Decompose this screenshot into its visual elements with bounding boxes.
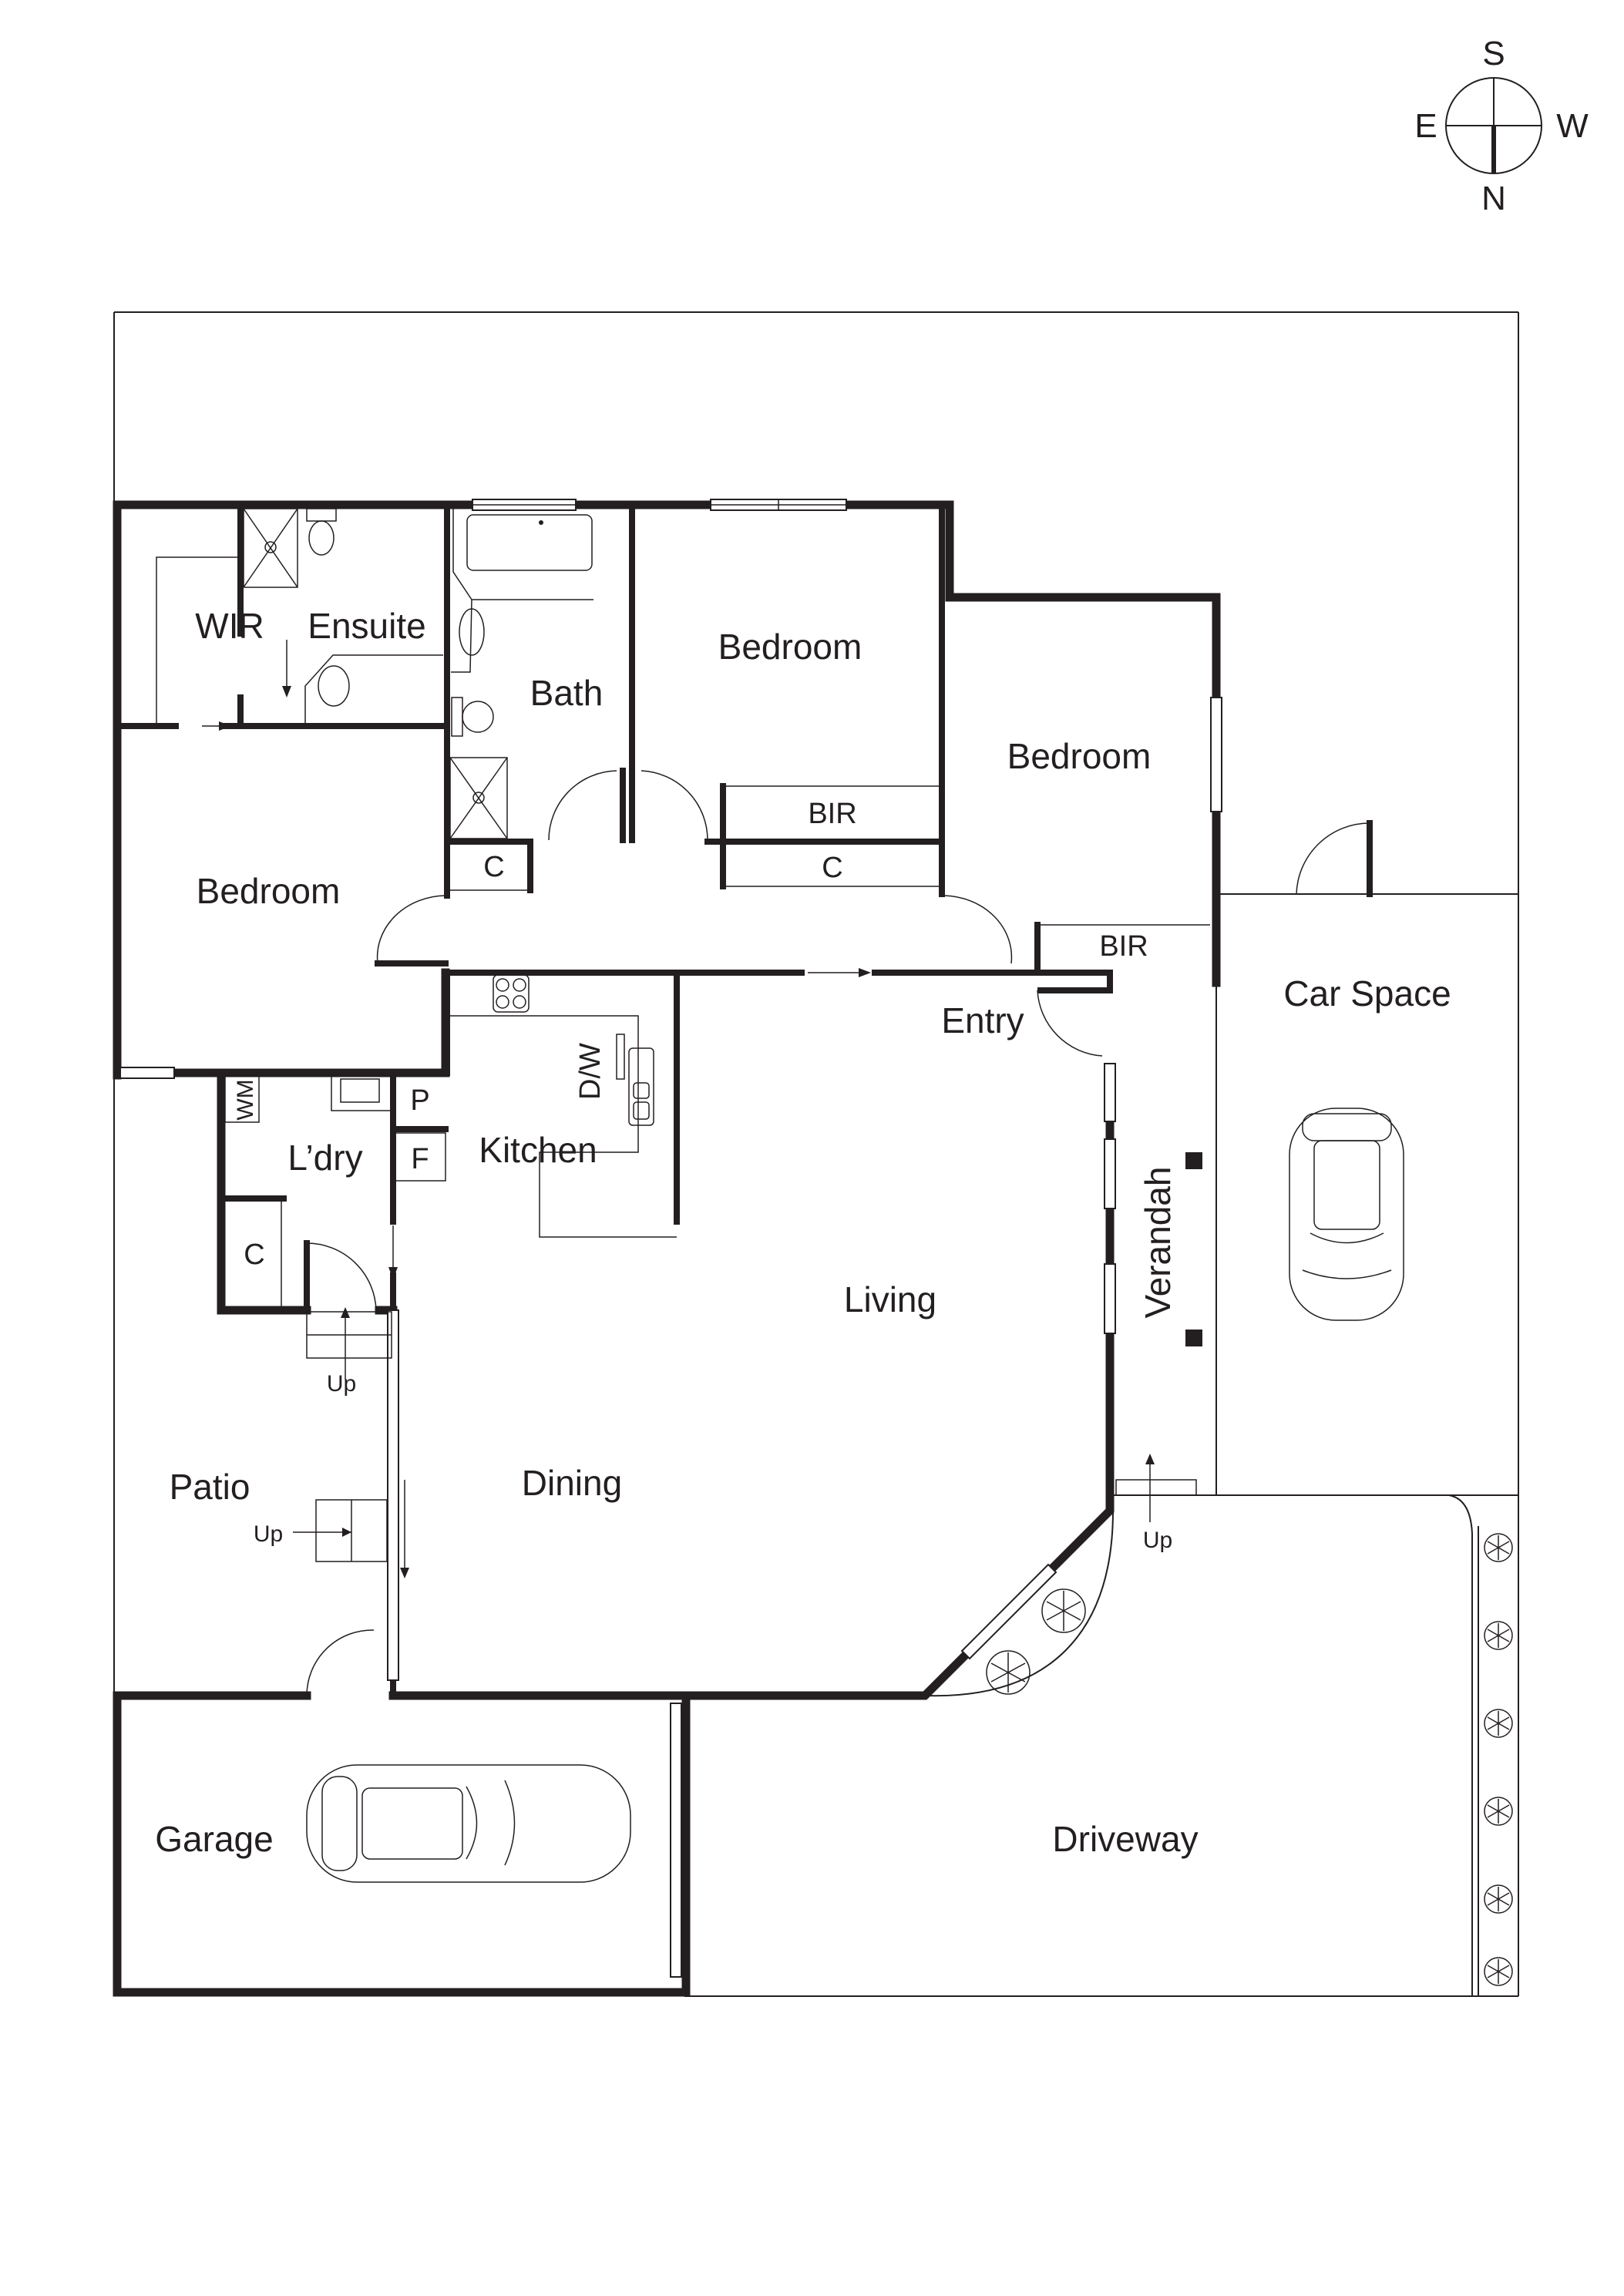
step-label-laundry: Up (327, 1371, 356, 1397)
room-label-cupboard-linen: C (483, 851, 504, 883)
room-label-bir-2: BIR (1099, 930, 1148, 963)
room-labels: WIR Ensuite Bath Bedroom Bedroom Bedroom… (155, 606, 1451, 1859)
step-label-patio: Up (254, 1521, 283, 1547)
interior-walls (114, 502, 1210, 1313)
compass-north-label: N (1481, 180, 1506, 217)
room-label-car-space: Car Space (1283, 973, 1451, 1014)
outdoor-areas (924, 893, 1518, 1996)
room-label-bir-1: BIR (808, 798, 856, 830)
fixtures (224, 508, 677, 1238)
step-label-verandah: Up (1143, 1528, 1172, 1553)
cooktop-icon (493, 974, 530, 1013)
room-label-garage: Garage (155, 1819, 273, 1859)
car-icon (306, 1764, 631, 1883)
room-label-bedroom-3: Bedroom (1007, 736, 1152, 776)
tree-icon (986, 1533, 1513, 1986)
room-label-living: Living (844, 1279, 936, 1319)
room-label-pantry: P (410, 1084, 429, 1117)
steps (202, 640, 1197, 1578)
compass-south-label: S (1482, 35, 1505, 72)
compass-east-label: E (1414, 107, 1437, 145)
room-label-kitchen: Kitchen (479, 1130, 597, 1170)
room-label-ensuite: Ensuite (308, 606, 425, 646)
doors (306, 770, 1373, 1696)
windows (119, 499, 1222, 1978)
room-label-entry: Entry (941, 1000, 1024, 1040)
room-label-dishwasher: D/W (574, 1043, 607, 1100)
room-label-patio: Patio (170, 1467, 250, 1507)
room-label-washing-machine: WM (233, 1079, 258, 1120)
room-label-wir: WIR (195, 606, 264, 646)
room-label-driveway: Driveway (1052, 1819, 1198, 1859)
room-label-cupboard-hall: C (822, 852, 842, 884)
verandah-post (1185, 1152, 1202, 1169)
room-label-bedroom-1: Bedroom (197, 871, 341, 911)
room-label-verandah: Verandah (1138, 1167, 1178, 1319)
room-label-cupboard-laundry: C (244, 1239, 264, 1271)
room-label-dining: Dining (522, 1463, 622, 1503)
room-label-bedroom-2: Bedroom (718, 627, 862, 667)
sink-icon (628, 1047, 654, 1126)
room-label-laundry: L’dry (287, 1138, 362, 1178)
compass-west-label: W (1556, 107, 1589, 145)
car-icon (1289, 1108, 1404, 1321)
verandah-post (1185, 1330, 1202, 1346)
room-label-fridge: F (411, 1143, 429, 1175)
room-label-bath: Bath (530, 673, 604, 713)
compass-icon: S N E W (1414, 35, 1589, 217)
